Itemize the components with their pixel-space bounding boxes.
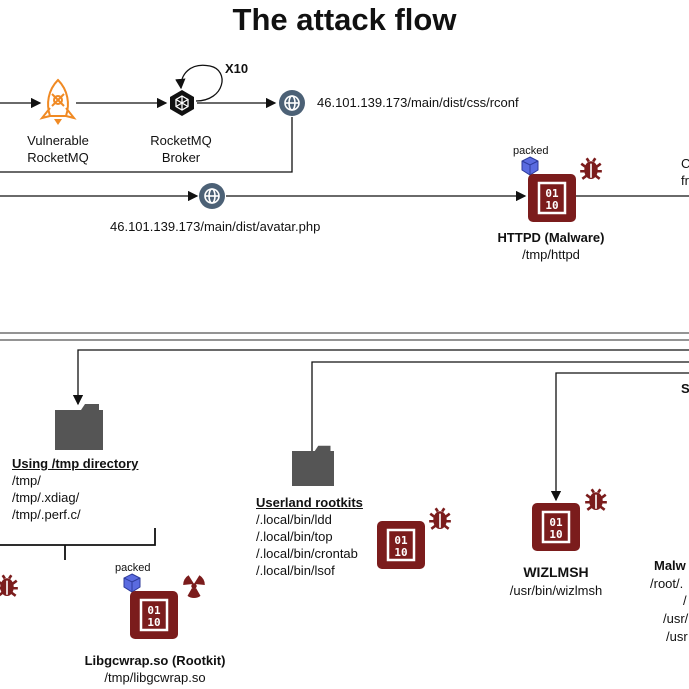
bug-icon xyxy=(583,485,609,513)
label-line: fr xyxy=(681,173,689,188)
radiation-icon xyxy=(181,572,207,598)
path-item: /usr/ xyxy=(663,611,689,626)
folder-icon xyxy=(289,444,337,486)
path-item: /.local/bin/lsof xyxy=(256,563,335,578)
binary-file-icon xyxy=(376,520,426,570)
page-title: The attack flow xyxy=(232,2,457,37)
tmp-dir-title: Using /tmp directory xyxy=(12,456,139,471)
cut-text: Malw xyxy=(654,558,686,573)
globe-icon xyxy=(279,90,305,116)
label-line: RocketMQ xyxy=(150,133,212,148)
label-line: Broker xyxy=(161,150,201,165)
packed-label: packed xyxy=(513,145,549,157)
folder-icon xyxy=(55,402,103,450)
binary-file-icon xyxy=(129,590,179,640)
bug-icon xyxy=(0,572,20,598)
path-item: / xyxy=(683,593,687,608)
path-item: /usr xyxy=(666,629,688,644)
hexagon-icon xyxy=(170,90,194,116)
broker-label: RocketMQ Broker xyxy=(150,132,211,166)
httpd-name: HTTPD (Malware) xyxy=(497,230,605,245)
arrow-to-wizlmsh xyxy=(550,372,689,502)
path-item: /tmp/.xdiag/ xyxy=(12,490,80,505)
httpd-path: /tmp/httpd xyxy=(522,247,580,262)
path-item: /root/. xyxy=(650,576,684,591)
libgcwrap-name: Libgcwrap.so (Rootkit) xyxy=(84,653,226,668)
path-item: /.local/bin/top xyxy=(256,529,333,544)
url1-text: 46.101.139.173/main/dist/css/rconf xyxy=(317,95,519,110)
globe-icon xyxy=(199,183,225,209)
loop-count-label: X10 xyxy=(225,61,249,76)
path-item: /tmp/.perf.c/ xyxy=(12,507,81,522)
userland-block: Userland rootkits /.local/bin/ldd /.loca… xyxy=(256,494,363,579)
packed-label: packed xyxy=(115,562,151,574)
tmp-dir-block: Using /tmp directory /tmp/ /tmp/.xdiag/ … xyxy=(12,455,138,523)
url1-return xyxy=(0,117,293,173)
binary-file-icon xyxy=(527,173,577,223)
bracket xyxy=(0,528,156,560)
bug-icon xyxy=(427,504,453,532)
loop-x10 xyxy=(175,64,223,102)
label-line: RocketMQ xyxy=(27,150,89,165)
bug-icon xyxy=(578,155,604,181)
path-item: /tmp/ xyxy=(12,473,41,488)
wizlmsh-name: WIZLMSH xyxy=(523,564,589,580)
arrow-to-tmp xyxy=(72,349,689,406)
libgcwrap-path: /tmp/libgcwrap.so xyxy=(104,670,206,685)
userland-title: Userland rootkits xyxy=(256,495,363,510)
label-line: C xyxy=(681,156,689,171)
url2-text: 46.101.139.173/main/dist/avatar.php xyxy=(110,219,321,234)
rocket-icon xyxy=(39,78,77,125)
label-line: Vulnerable xyxy=(27,133,89,148)
wizlmsh-path: /usr/bin/wizlmsh xyxy=(509,583,603,598)
binary-file-icon xyxy=(531,502,581,552)
arrow-to-userland xyxy=(306,361,689,472)
path-item: /.local/bin/crontab xyxy=(256,546,358,561)
cut-text: S xyxy=(681,381,689,396)
path-item: /.local/bin/ldd xyxy=(256,512,332,527)
